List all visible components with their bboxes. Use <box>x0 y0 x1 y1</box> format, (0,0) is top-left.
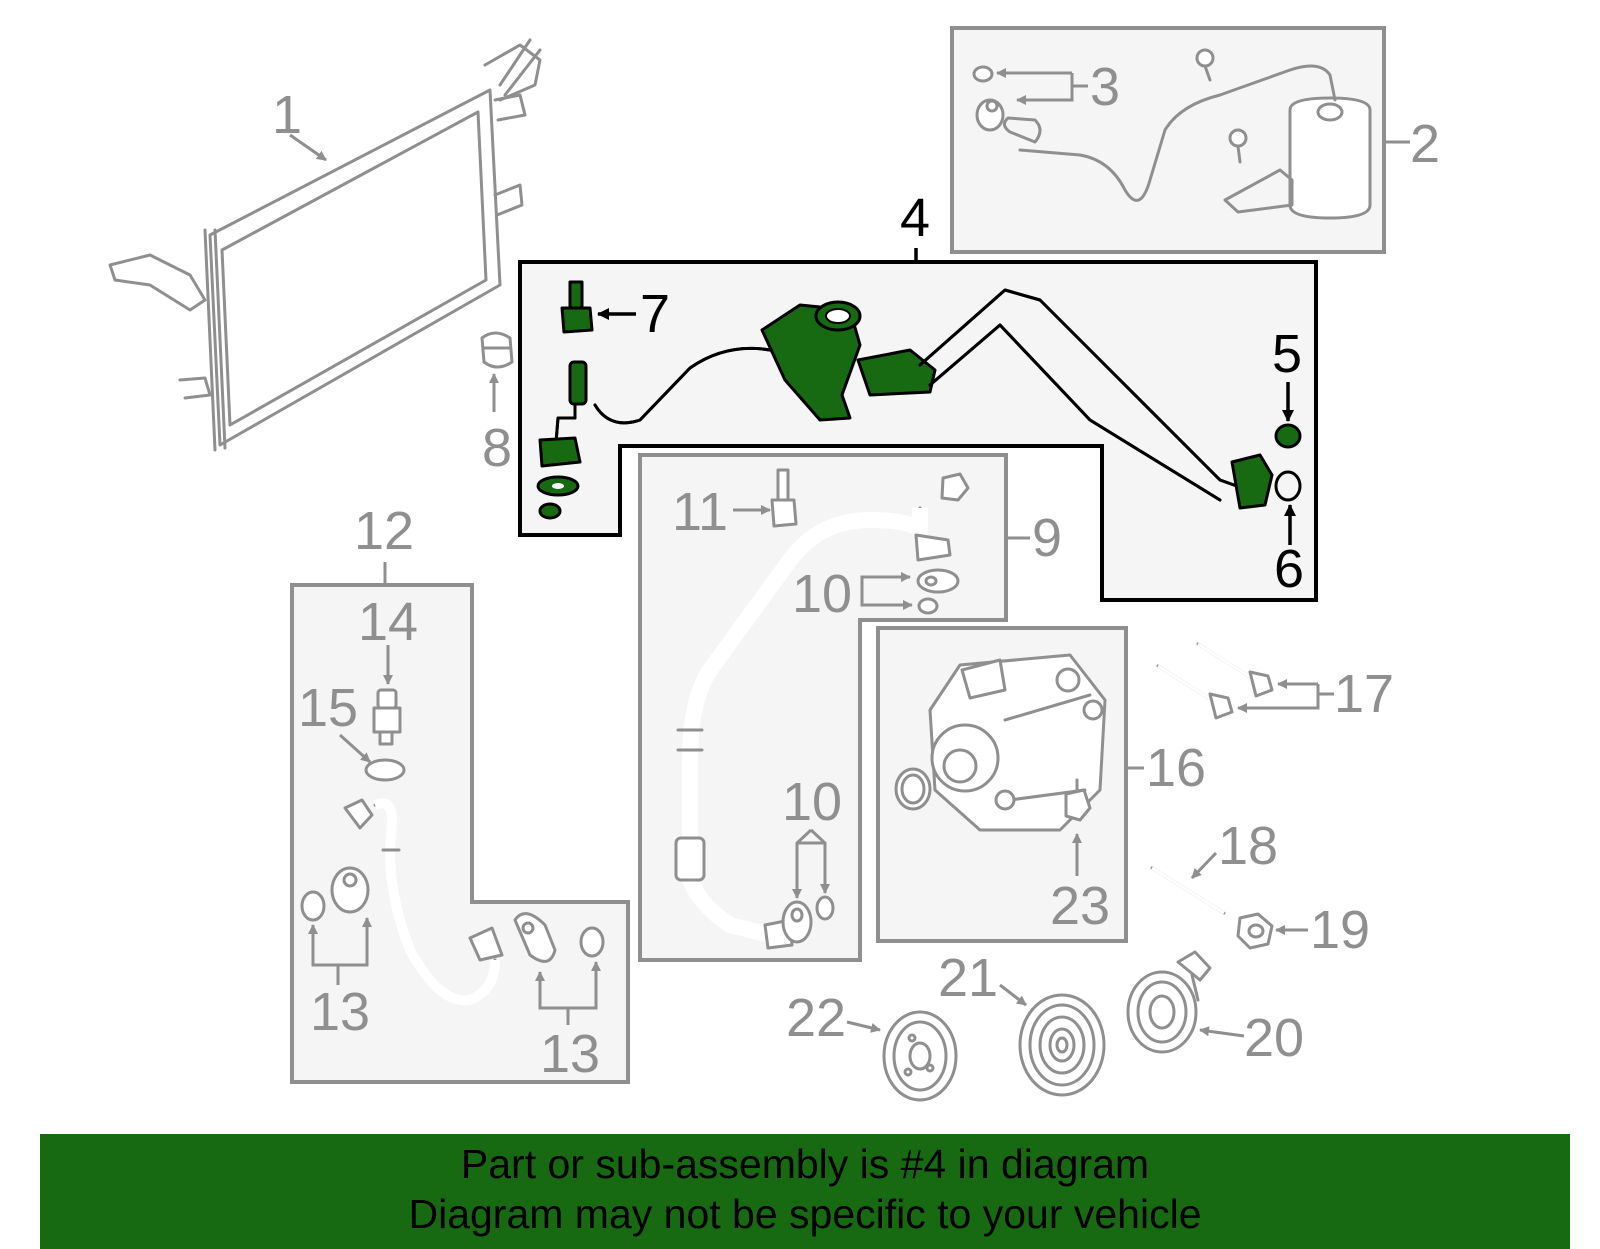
callout-11: 11 <box>672 482 728 542</box>
callout-23: 23 <box>1050 876 1110 936</box>
box-part-9 <box>638 453 1008 962</box>
callout-20: 20 <box>1244 1008 1304 1068</box>
o-rings-part-13-right[interactable] <box>513 912 605 1025</box>
callout-19: 19 <box>1310 900 1370 960</box>
switch-part-14[interactable] <box>372 645 402 746</box>
receiver-drier-part-2[interactable] <box>1003 48 1410 220</box>
o-rings-part-3[interactable] <box>972 65 1088 132</box>
switch-part-23[interactable] <box>1064 778 1092 876</box>
callout-15: 15 <box>298 678 358 738</box>
caption-line-2: Diagram may not be specific to your vehi… <box>408 1191 1202 1237</box>
clutch-plate-part-22[interactable] <box>846 1010 958 1102</box>
callout-5: 5 <box>1272 324 1302 384</box>
callout-3: 3 <box>1090 57 1120 117</box>
callout-14: 14 <box>358 592 418 652</box>
callout-16: 16 <box>1146 738 1206 798</box>
o-ring-part-15[interactable] <box>338 733 406 782</box>
pulley-part-21[interactable] <box>999 983 1106 1097</box>
o-rings-part-13-left[interactable] <box>300 866 372 985</box>
manifold-tube-part-4[interactable] <box>536 280 1274 520</box>
o-rings-part-10-lower[interactable] <box>781 828 835 944</box>
gasket-part-5[interactable] <box>1274 382 1302 449</box>
callout-7: 7 <box>640 284 670 344</box>
condenser-part-1[interactable] <box>108 38 542 452</box>
callout-21: 21 <box>938 948 998 1008</box>
callout-17: 17 <box>1334 664 1394 724</box>
callout-10-upper: 10 <box>792 564 852 624</box>
valve-part-11[interactable] <box>733 468 798 528</box>
callout-13-right: 13 <box>540 1024 600 1084</box>
discharge-hose-part-12[interactable] <box>343 798 504 1006</box>
callout-22: 22 <box>786 988 846 1048</box>
callout-4: 4 <box>900 188 930 248</box>
o-ring-part-6[interactable] <box>1274 470 1302 545</box>
callout-8: 8 <box>482 418 512 478</box>
cap-part-8[interactable] <box>480 331 514 412</box>
callout-18: 18 <box>1218 816 1278 876</box>
callout-13-left: 13 <box>310 982 370 1042</box>
stud-part-18[interactable] <box>1150 851 1226 915</box>
callout-1: 1 <box>272 85 302 145</box>
box-part-4 <box>518 260 1318 602</box>
suction-hose-part-9[interactable] <box>674 472 1030 950</box>
o-rings-part-10-upper[interactable] <box>860 568 960 615</box>
nut-part-19[interactable] <box>1236 912 1308 950</box>
callout-10-lower: 10 <box>782 772 842 832</box>
bolts-part-17[interactable] <box>1156 642 1334 720</box>
caption-banner: Part or sub-assembly is #4 in diagram Di… <box>40 1134 1570 1249</box>
callout-12: 12 <box>354 501 414 561</box>
field-coil-part-20[interactable] <box>1126 950 1245 1054</box>
callout-6: 6 <box>1274 539 1304 599</box>
caption-line-1: Part or sub-assembly is #4 in diagram <box>460 1141 1150 1187</box>
callout-2: 2 <box>1410 114 1440 174</box>
callout-9: 9 <box>1032 508 1062 568</box>
